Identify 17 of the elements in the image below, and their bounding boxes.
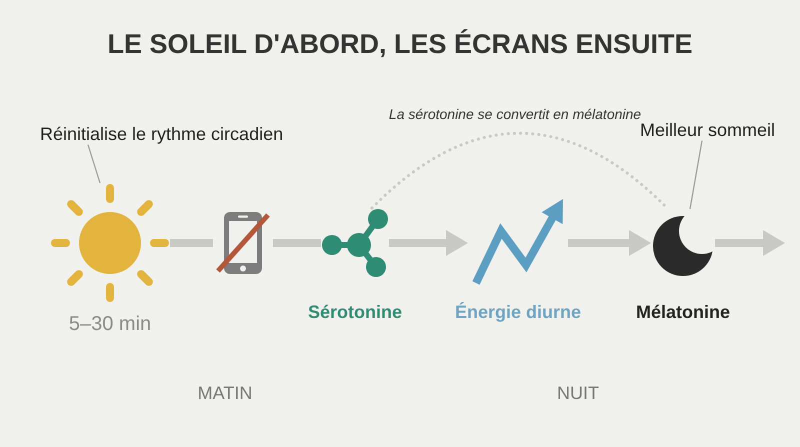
node-label: Sérotonine <box>308 302 402 323</box>
arrow <box>715 230 785 256</box>
period-label: NUIT <box>557 383 599 404</box>
arrow <box>389 230 468 256</box>
leader-line <box>689 140 703 210</box>
callout-text: Réinitialise le rythme circadien <box>40 124 284 145</box>
period-label: MATIN <box>198 383 252 404</box>
callout-text: Meilleur sommeil <box>640 120 776 141</box>
crossed-out-phone-icon <box>213 210 273 276</box>
title: LE SOLEIL D'ABORD, LES ÉCRANS ENSUITE <box>108 29 692 60</box>
connector-line <box>170 239 213 247</box>
leader-line <box>87 144 101 184</box>
arrow <box>568 230 651 256</box>
node-label: Énergie diurne <box>454 302 582 323</box>
node-label: Mélatonine <box>636 302 730 323</box>
connector-line <box>273 239 321 247</box>
duration-label: 5–30 min <box>68 313 152 336</box>
